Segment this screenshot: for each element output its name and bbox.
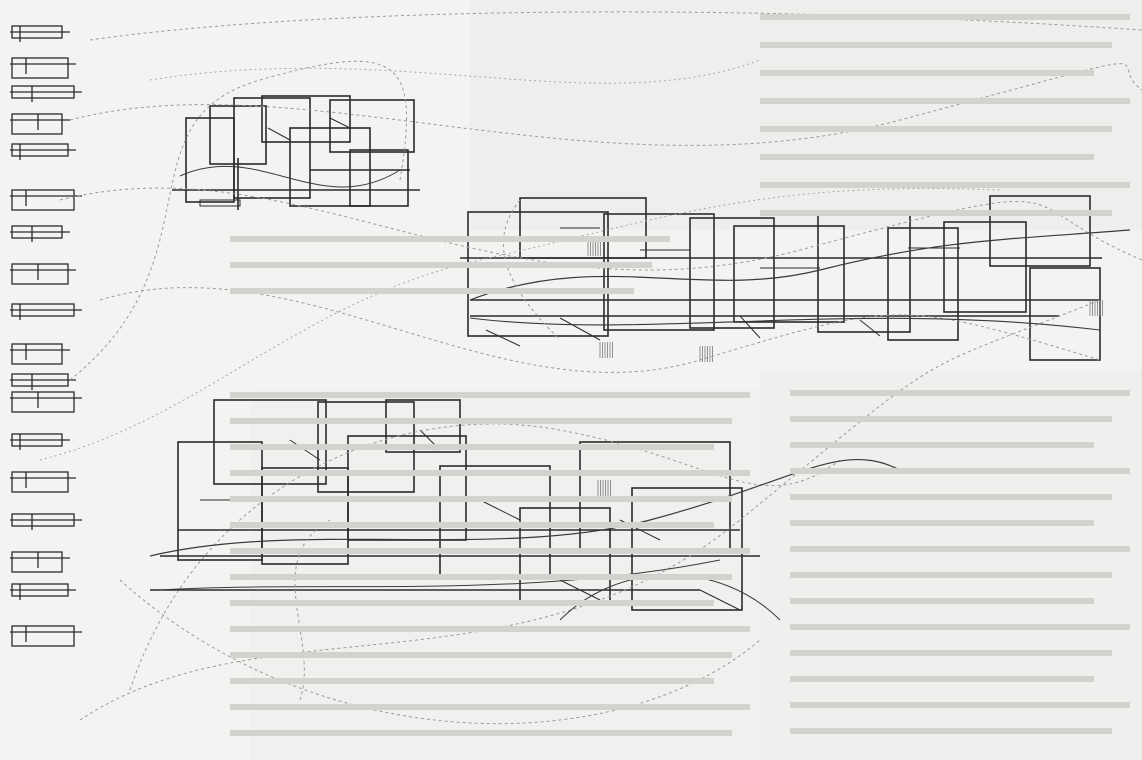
ghost-text-line [230,262,652,268]
ghost-text-line [230,626,750,632]
thumbnail-plan [10,583,76,600]
circulation-curve [502,199,561,341]
thumbnail-plan [10,225,70,242]
ghost-text-line [230,678,714,684]
ghost-text-line [760,126,1112,132]
circulation-curve [159,559,721,591]
ghost-text-line [790,702,1130,708]
ghost-text-line [230,236,670,242]
ghost-text-line [760,98,1130,104]
stair-hatches [587,240,1103,496]
thumbnail-plan [10,373,76,390]
ghost-text-line [790,624,1130,630]
ghost-text-line [230,522,714,528]
circulation-curve [99,287,1101,373]
ghost-text-line [230,392,750,398]
ghost-text-line [230,418,732,424]
ghost-text-line [760,42,1112,48]
ghost-text-line [790,598,1094,604]
ghost-text-line [790,546,1130,552]
ghost-text-line [790,468,1130,474]
circulation-curve [89,11,1142,41]
ghost-text-line [760,70,1094,76]
circulation-curve [39,187,1001,461]
ghost-text-line [760,182,1130,188]
thumbnail-plan [10,57,76,79]
circulation-curve [79,299,1101,721]
thumbnail-plan [10,513,82,530]
thumbnail-plan [10,113,70,135]
ghost-text-line [230,444,714,450]
circulation-curve [59,187,1142,271]
ghost-text-line [790,676,1094,682]
ghost-text-line [790,494,1112,500]
ghost-text-line [230,574,732,580]
thumbnail-plan [10,433,70,450]
thumbnail-plan [10,625,82,647]
ghost-text-line [230,652,732,658]
ghost-text-line [230,470,750,476]
lower-plan [150,399,760,611]
circulation-curve [469,317,1101,331]
ghost-text-line [790,572,1112,578]
ghost-text-blocks [230,14,1130,736]
thumbnail-plan [10,143,76,160]
ghost-text-line [760,210,1112,216]
ghost-text-line [230,496,732,502]
ghost-text-line [230,730,732,736]
ghost-text-line [760,14,1130,20]
thumbnail-plan [10,303,82,320]
ghost-text-line [790,728,1112,734]
ghost-text-line [760,154,1094,160]
ghost-text-line [790,650,1112,656]
thumbnail-plan [10,471,76,493]
ghost-text-line [790,442,1094,448]
thumbnail-column [10,25,82,647]
thumbnail-plan [10,85,82,102]
circulation-curve [469,229,1131,301]
upper-left-plan [172,95,420,210]
thumbnail-plan [10,189,82,211]
thumbnail-plan [10,25,70,42]
ghost-text-line [230,704,750,710]
background-shading [250,0,1142,760]
ghost-text-line [790,520,1094,526]
circulation-curve [179,165,401,188]
ghost-text-line [790,390,1130,396]
ghost-text-line [790,416,1112,422]
thumbnail-plan [10,263,76,285]
circulation-curve [149,59,761,84]
circulation-curve [149,458,901,557]
ghost-text-line [230,548,750,554]
ghost-text-line [230,600,714,606]
circulation-curve [69,63,1142,146]
thumbnail-plan [10,551,70,573]
thumbnail-plan [10,391,82,413]
thumbnail-plan [10,343,70,365]
ghost-text-line [230,288,634,294]
